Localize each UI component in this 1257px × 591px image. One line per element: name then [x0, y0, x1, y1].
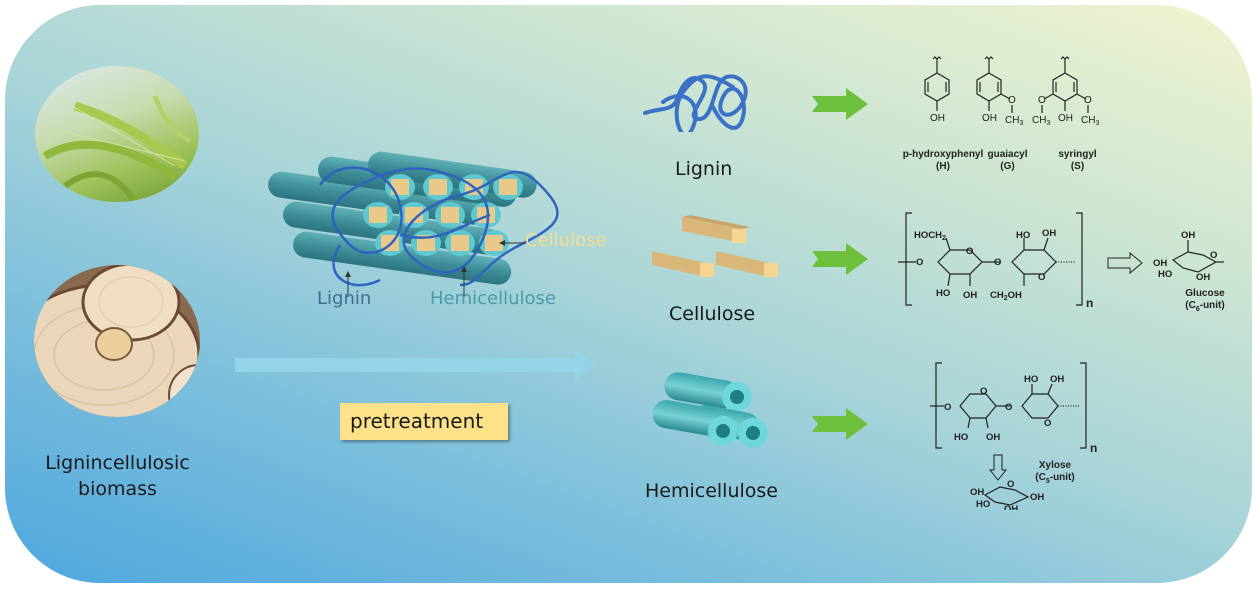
svg-text:OH: OH: [1181, 230, 1195, 241]
svg-text:CH2OH: CH2OH: [990, 290, 1022, 302]
guaiacyl-structure: [976, 56, 1013, 113]
cellulose-core: [451, 235, 469, 251]
cellulose-core: [391, 179, 409, 195]
component-label-lignin: Lignin: [675, 158, 733, 180]
glucose-unit: (C6-unit): [1185, 300, 1225, 313]
lignocellulose-bundle-diagram: [268, 151, 559, 297]
h-oh-label: OH: [930, 113, 945, 124]
s-oh-label: OH: [1058, 113, 1073, 124]
tangled-coil-icon: [643, 74, 748, 132]
svg-text:OH: OH: [1153, 258, 1167, 269]
svg-text:O: O: [1210, 250, 1217, 261]
cellulose-core: [441, 207, 459, 223]
biomass-label: Lignincellulosic biomass: [25, 450, 210, 502]
svg-text:HO: HO: [954, 432, 968, 443]
svg-text:HO: HO: [1016, 230, 1030, 241]
xylose-label: Xylose (C5-unit): [1025, 460, 1085, 488]
svg-text:OH: OH: [1196, 272, 1210, 283]
bundle-label-cellulose: Cellulose: [525, 230, 607, 251]
stacked-tubes-icon: [653, 372, 768, 448]
p-hydroxyphenyl-structure: [924, 56, 950, 111]
svg-text:O: O: [944, 402, 951, 413]
cellulose-core: [369, 207, 387, 223]
svg-text:HOCH2: HOCH2: [914, 230, 946, 242]
wheat-photo: [35, 66, 199, 202]
pretreatment-arrow: [235, 350, 595, 380]
svg-text:O: O: [994, 257, 1001, 268]
monomer-h-code: (H): [936, 161, 950, 172]
cellulose-core: [429, 179, 447, 195]
monomer-g-name: guaiacyl: [987, 149, 1028, 160]
monomer-s-label: syringyl (S): [1045, 149, 1110, 173]
wood-slices-photo: [34, 265, 200, 417]
monomer-h-name: p-hydroxyphenyl: [902, 149, 984, 160]
glucose-name: Glucose: [1185, 288, 1225, 299]
cellulose-core: [485, 235, 503, 251]
xylose-name: Xylose: [1038, 460, 1072, 471]
monomer-h-label: p-hydroxyphenyl (H): [898, 149, 988, 173]
stacked-beams-icon: [652, 215, 778, 277]
syringyl-structure: [1041, 56, 1089, 113]
cellulose-core: [405, 207, 423, 223]
lignin-strands: [318, 166, 559, 287]
lignin-monomers-structures: OH OH O CH3 OH O O CH3 CH3: [924, 56, 1099, 127]
svg-text:O: O: [916, 257, 923, 268]
monomer-s-code: (S): [1070, 161, 1085, 172]
svg-text:OH: OH: [970, 487, 984, 498]
svg-text:OH: OH: [1042, 228, 1056, 239]
xylose-unit: (C5-unit): [1035, 472, 1075, 485]
svg-text:OH: OH: [1004, 504, 1018, 510]
svg-text:OH: OH: [986, 432, 1000, 443]
svg-text:OH: OH: [963, 290, 977, 301]
pretreatment-label: pretreatment: [350, 409, 484, 433]
svg-text:O: O: [1005, 402, 1012, 413]
svg-text:HO: HO: [936, 288, 950, 299]
svg-text:HO: HO: [1158, 269, 1172, 280]
svg-text:O: O: [1044, 418, 1051, 429]
diagram-panel: Lignincellulosic biomass: [5, 5, 1252, 583]
svg-text:O: O: [1084, 95, 1092, 106]
bundle-label-hemicellulose: Hemicellulose: [430, 288, 556, 309]
cellulose-core: [499, 179, 517, 195]
green-arrow-hemicellulose: [812, 408, 868, 440]
biomass-label-line1: Lignincellulosic: [45, 452, 190, 474]
g-ch3-label: CH3: [1005, 115, 1023, 127]
svg-text:CH3: CH3: [1081, 115, 1099, 127]
biomass-label-line2: biomass: [78, 478, 157, 500]
monomer-g-label: guaiacyl (G): [980, 149, 1035, 173]
svg-text:HO: HO: [976, 499, 990, 510]
wood-slices-icon: [34, 265, 200, 417]
monomer-s-name: syringyl: [1058, 149, 1097, 160]
glucose-label: Glucose (C6-unit): [1175, 288, 1235, 316]
component-label-hemicellulose: Hemicellulose: [645, 480, 778, 502]
svg-text:OH: OH: [1030, 492, 1044, 503]
pretreatment-label-box: pretreatment: [340, 403, 508, 440]
wheat-ears-icon: [39, 95, 192, 202]
svg-text:O: O: [1007, 479, 1014, 490]
svg-text:n: n: [1090, 441, 1097, 455]
svg-text:O: O: [1008, 95, 1016, 106]
svg-text:n: n: [1086, 296, 1093, 310]
cellulose-core: [417, 235, 435, 251]
svg-text:O: O: [1038, 272, 1045, 283]
component-label-cellulose: Cellulose: [669, 303, 756, 325]
green-arrow-cellulose: [812, 243, 868, 275]
svg-text:OH: OH: [1050, 374, 1064, 385]
cellulose-core: [477, 207, 495, 223]
svg-text:CH3: CH3: [1032, 115, 1050, 127]
svg-text:O: O: [1038, 95, 1046, 106]
g-oh-label: OH: [982, 113, 997, 124]
svg-text:O: O: [980, 386, 987, 397]
monomer-g-code: (G): [1000, 161, 1015, 172]
svg-text:HO: HO: [1024, 374, 1038, 385]
bundle-label-lignin: Lignin: [317, 288, 372, 309]
green-arrow-lignin: [812, 88, 868, 120]
svg-text:O: O: [966, 246, 973, 257]
